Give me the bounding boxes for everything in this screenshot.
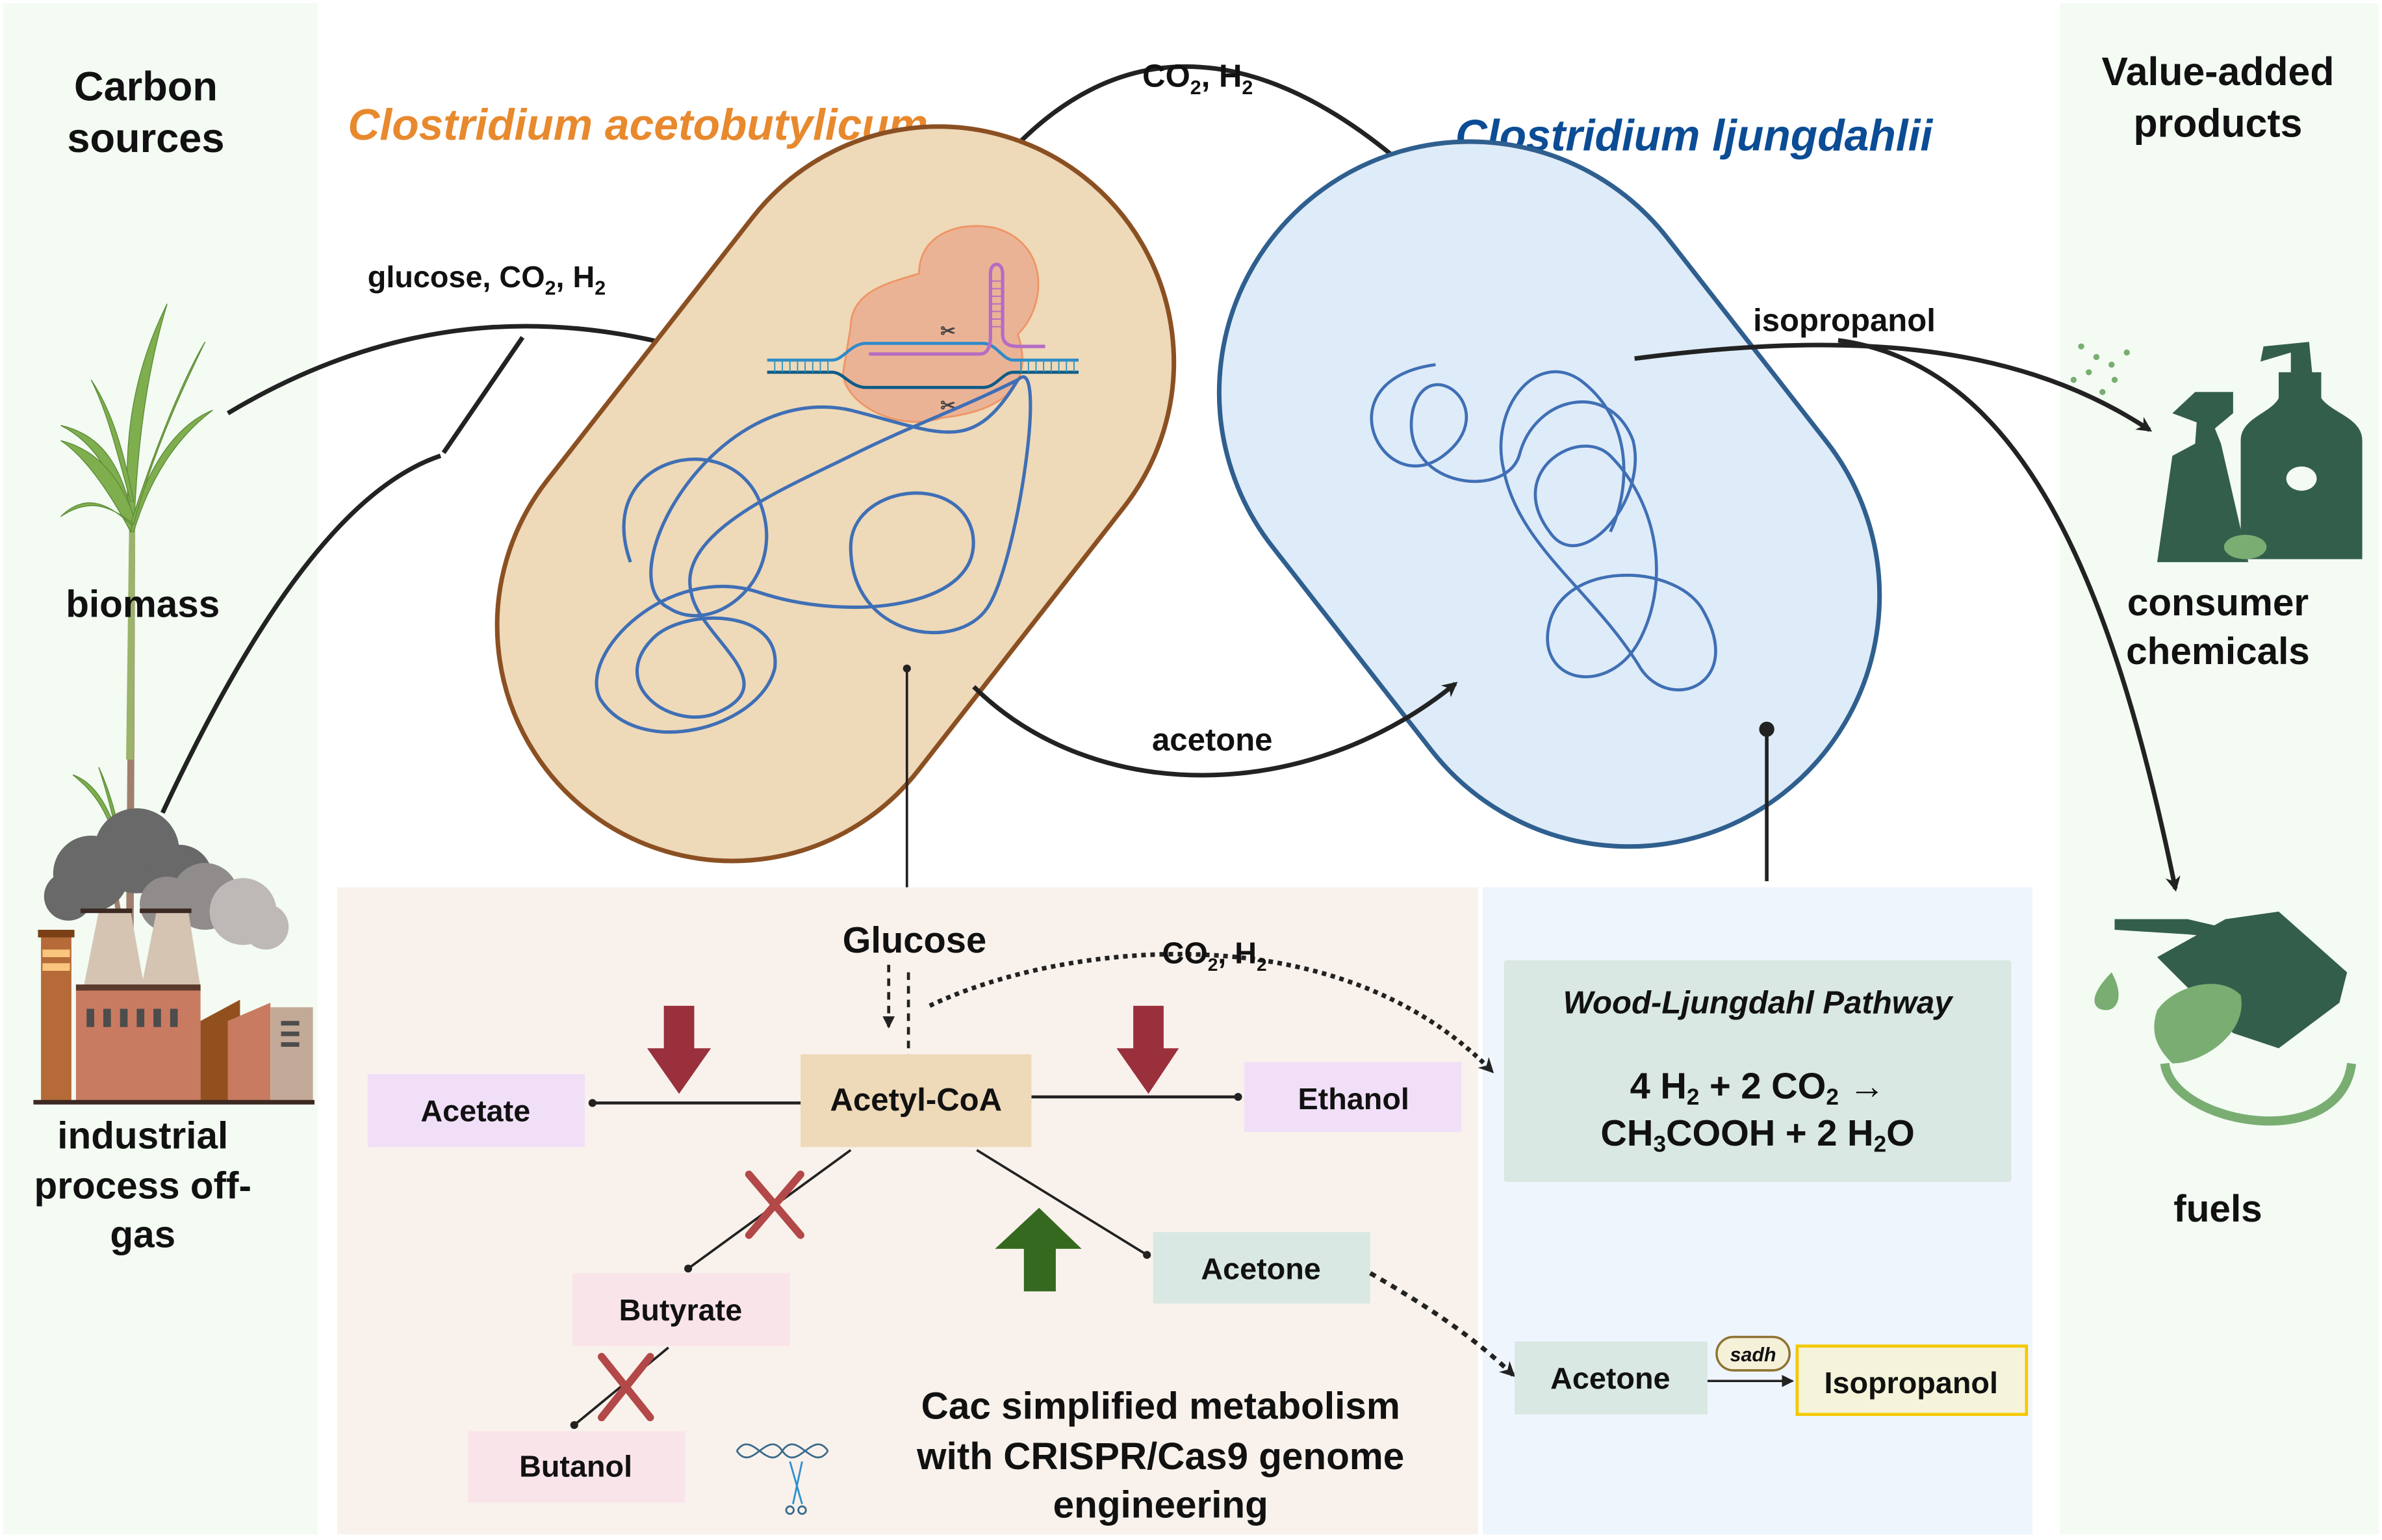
isopropanol-label: Isopropanol xyxy=(1824,1366,1998,1400)
acetone-transfer-label: acetone xyxy=(1152,723,1272,758)
cac-organism-title: Clostridium acetobutylicum xyxy=(348,101,928,149)
spray-bottle-icon xyxy=(2070,343,2249,563)
acetate-node xyxy=(367,1074,585,1148)
pathway-co2-h2-label: CO2, H2 xyxy=(1162,936,1267,975)
crispr-dna-icon xyxy=(736,1443,829,1515)
butyrate-label: Butyrate xyxy=(619,1293,743,1327)
scissors-icon: ✂ xyxy=(940,321,956,341)
isopropanol-to-chemicals-arrow xyxy=(1634,342,2153,432)
wood-ljungdahl-box xyxy=(1504,960,2012,1183)
clj-acetone-label: Acetone xyxy=(1550,1361,1670,1395)
acetone-transfer-arrow xyxy=(972,682,1458,778)
clj-cell xyxy=(1216,139,1882,849)
cac-caption-1: Cac simplified metabolism xyxy=(921,1385,1400,1428)
offgas-label-2: process off- xyxy=(34,1165,251,1207)
carbon-sources-panel xyxy=(3,3,318,1535)
carbon-sources-title-1: Carbon xyxy=(74,64,218,109)
sadh-enzyme-label: sadh xyxy=(1730,1344,1776,1366)
wlp-equation-line-1: 4 H2 + 2 CO2 → xyxy=(1630,1065,1886,1109)
butanol-label: Butanol xyxy=(519,1450,632,1483)
cac-chromosome-dna xyxy=(595,375,1032,734)
consumer-chemicals-label-1: consumer xyxy=(2127,582,2309,624)
acetate-label: Acetate xyxy=(420,1094,530,1128)
glucose-label: Glucose xyxy=(843,919,986,960)
cac-acetone-node xyxy=(1153,1232,1370,1304)
cac-acetone-label: Acetone xyxy=(1201,1252,1320,1286)
butanol-node xyxy=(468,1431,685,1503)
upregulation-arrow-acetone xyxy=(995,1207,1082,1292)
cac-cell: ✂ ✂ xyxy=(494,124,1177,864)
isopropanol-to-fuels-arrow xyxy=(1838,338,2181,892)
cac-metabolism-panel xyxy=(337,887,1478,1535)
factory-icon xyxy=(33,808,314,1105)
acetyl-coa-label: Acetyl-CoA xyxy=(830,1083,1003,1118)
isopropanol-flow-label: isopropanol xyxy=(1753,303,1936,339)
soap-bottle-icon xyxy=(2223,342,2363,559)
carbon-sources-title-2: sources xyxy=(67,116,224,161)
value-added-title-1: Value-added xyxy=(2102,49,2335,94)
wood-ljungdahl-title: Wood-Ljungdahl Pathway xyxy=(1563,986,1954,1021)
biomass-label: biomass xyxy=(66,583,220,625)
fuels-label: fuels xyxy=(2173,1188,2262,1230)
acetyl-to-acetone-line xyxy=(976,1149,1151,1259)
acetyl-coa-node xyxy=(800,1054,1032,1148)
glucose-co2-h2-label: glucose, CO2, H2 xyxy=(368,260,606,300)
cac-caption-2: with CRISPR/Cas9 genome xyxy=(916,1435,1404,1478)
wlp-equation-line-2: CH3COOH + 2 H2O xyxy=(1600,1112,1914,1157)
co2-h2-transfer-label: CO2, H2 xyxy=(1142,58,1253,99)
butanol-knockout-x xyxy=(598,1353,654,1422)
sadh-enzyme-badge xyxy=(1715,1335,1791,1372)
clj-acetone-node xyxy=(1514,1341,1708,1415)
ethanol-node xyxy=(1244,1062,1462,1132)
downregulation-arrow-ethanol xyxy=(1116,1005,1179,1094)
consumer-chemicals-label-2: chemicals xyxy=(2126,630,2310,673)
cac-caption-3: engineering xyxy=(1053,1484,1268,1526)
butyrate-node xyxy=(572,1273,790,1346)
acetone-dashed-arrow xyxy=(1369,1271,1516,1378)
offgas-input-connector xyxy=(160,336,525,814)
butyrate-knockout-x xyxy=(745,1170,804,1239)
biofuel-icon xyxy=(2094,911,2357,1126)
value-added-products-panel xyxy=(2060,3,2379,1535)
clj-chromosome-dna xyxy=(1370,363,1717,692)
offgas-label-3: gas xyxy=(110,1214,175,1256)
value-added-title-2: products xyxy=(2134,101,2303,145)
isopropanol-node xyxy=(1795,1344,2029,1417)
downregulation-arrow-acetate xyxy=(647,1005,711,1094)
ethanol-label: Ethanol xyxy=(1298,1082,1409,1116)
co2-h2-dashed-arrow xyxy=(928,951,1494,1073)
co2-h2-transfer-arrow xyxy=(969,64,1454,212)
offgas-label-1: industrial xyxy=(57,1115,228,1157)
